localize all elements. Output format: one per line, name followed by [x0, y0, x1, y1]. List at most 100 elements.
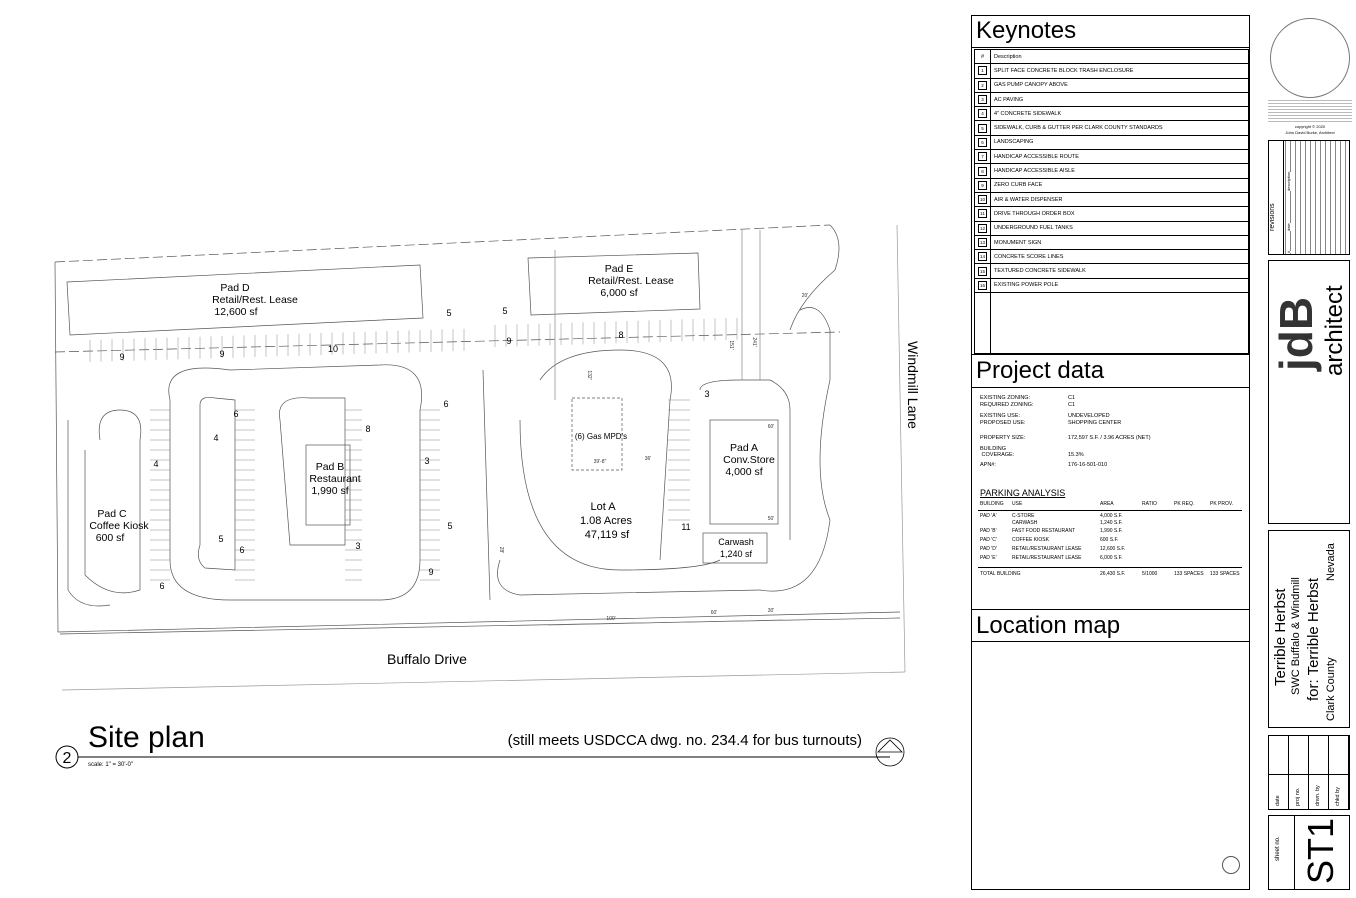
- parking-total: 26,430 S.F.: [1100, 571, 1126, 577]
- keynote-description: DRIVE THROUGH ORDER BOX: [990, 206, 1249, 222]
- parking-count: 5: [218, 534, 223, 544]
- dimension-label: 132': [586, 370, 592, 379]
- keynote-description: ZERO CURB FACE: [990, 177, 1249, 193]
- keynote-number: 16: [978, 280, 987, 290]
- architect-logo-block: jdB architect: [1268, 260, 1350, 524]
- project-field-label: REQUIRED ZONING:: [980, 402, 1034, 408]
- parking-row: PAD 'E': [980, 555, 997, 561]
- lot-a-name: Lot A: [590, 501, 616, 513]
- detail-number-bubble: [55, 745, 79, 769]
- parking-total: 5/1000: [1142, 571, 1158, 577]
- project-state: Nevada: [1325, 543, 1337, 581]
- keynote-number: 13: [978, 238, 987, 247]
- parking-count: 8: [365, 424, 370, 434]
- parking-row: 1,990 S.F.: [1100, 528, 1123, 534]
- keynote-number: 11: [978, 209, 987, 219]
- project-field-value: SHOPPING CENTER: [1068, 420, 1122, 426]
- keynote-description: MONUMENT SIGN: [990, 234, 1249, 251]
- pad-b-area: 1,990 sf: [311, 485, 348, 497]
- dimension-label: 100': [606, 616, 615, 622]
- keynote-description: EXISTING POWER POLE: [990, 277, 1249, 294]
- revisions-label: revisions: [1269, 203, 1276, 231]
- pad-c-area: 600 sf: [96, 532, 125, 544]
- project-field-value: 15.3%: [1068, 452, 1084, 458]
- keynote-description: AC PAVING: [990, 91, 1249, 108]
- carwash-name: Carwash: [718, 537, 754, 547]
- pad-d-use: Retail/Rest. Lease: [212, 294, 298, 306]
- parking-row: C-STORE: [1012, 513, 1035, 519]
- parking-row: 6,000 S.F.: [1100, 555, 1123, 561]
- info-label: chkd by: [1335, 787, 1341, 806]
- architect-name: John David Burke, Architect: [1285, 130, 1335, 135]
- keynote-number: 3: [978, 95, 987, 105]
- location-map-heading: Location map: [972, 609, 1249, 642]
- project-location: SWC Buffalo & Windmill: [1290, 577, 1302, 695]
- keynote-number: 10: [978, 195, 987, 205]
- project-field-label: EXISTING ZONING:: [980, 395, 1031, 401]
- keynote-description: CONCRETE SCORE LINES: [990, 249, 1249, 265]
- rev-col-date: date: [1286, 223, 1291, 231]
- keynotes-heading: Keynotes: [972, 16, 1249, 48]
- keynote-number: 6: [978, 137, 987, 147]
- dimension-label: 36': [645, 456, 652, 462]
- parking-count: 9: [119, 352, 124, 362]
- project-name: Terrible Herbst: [1272, 588, 1289, 686]
- gas-canopy: [571, 397, 623, 471]
- lot-a-acres: 1.08 Acres: [580, 515, 632, 527]
- keynote-description: LANDSCAPING: [990, 134, 1249, 151]
- pad-c-use: Coffee Kiosk: [89, 520, 149, 532]
- dimension-label: 60': [768, 424, 775, 430]
- project-field-value: C1: [1068, 395, 1076, 401]
- parking-row: PAD 'B': [980, 528, 997, 534]
- lot-a-area: 47,119 sf: [585, 529, 630, 541]
- parking-count: 9: [219, 349, 224, 359]
- north-arrow-icon: [1222, 856, 1240, 874]
- parking-row: 12,600 S.F.: [1100, 546, 1126, 552]
- buffalo-drive-label: Buffalo Drive: [387, 651, 467, 667]
- parking-count: 6: [239, 545, 244, 555]
- project-client: for: Terrible Herbst: [1305, 577, 1322, 701]
- carwash-building: [702, 532, 768, 564]
- pad-e-name: Pad E: [605, 263, 634, 275]
- parking-total: 133 SPACES: [1210, 571, 1240, 577]
- keynote-col-num: #: [974, 48, 991, 65]
- pad-a-area: 4,000 sf: [725, 466, 762, 478]
- parking-count: 3: [704, 389, 709, 399]
- project-field-value: UNDEVELOPED: [1068, 413, 1110, 419]
- dimension-label: 20': [802, 293, 809, 299]
- carwash-area: 1,240 sf: [720, 549, 753, 559]
- gas-mpd-label: (6) Gas MPD's: [575, 432, 627, 441]
- parking-count: 3: [424, 456, 429, 466]
- keynote-number: 4: [978, 109, 987, 119]
- pad-b-name: Pad B: [316, 461, 345, 473]
- project-field-value: 176-16-501-010: [1068, 462, 1108, 468]
- parking-row: PAD 'D': [980, 546, 997, 552]
- project-field-label: EXISTING USE:: [980, 413, 1021, 419]
- dimension-label: 151': [728, 340, 734, 349]
- project-field-value: 172,597 S.F. / 3.96 ACRES (NET): [1068, 435, 1151, 441]
- pad-c-name: Pad C: [97, 508, 127, 520]
- windmill-lane-label: Windmill Lane: [905, 341, 921, 429]
- parking-header: BUILDING: [980, 501, 1004, 507]
- parking-row: RETAIL/RESTAURANT LEASE: [1012, 546, 1082, 552]
- project-field-value: C1: [1068, 402, 1076, 408]
- keynote-description: AIR & WATER DISPENSER: [990, 191, 1249, 208]
- parking-count: 5: [447, 521, 452, 531]
- parking-analysis-title: PARKING ANALYSIS: [980, 488, 1066, 498]
- property-line: [54, 261, 901, 633]
- parking-count: 5: [446, 308, 451, 318]
- parking-count: 10: [328, 344, 338, 354]
- dimension-label: 30': [768, 608, 775, 614]
- rev-col-description: description: [1286, 171, 1291, 191]
